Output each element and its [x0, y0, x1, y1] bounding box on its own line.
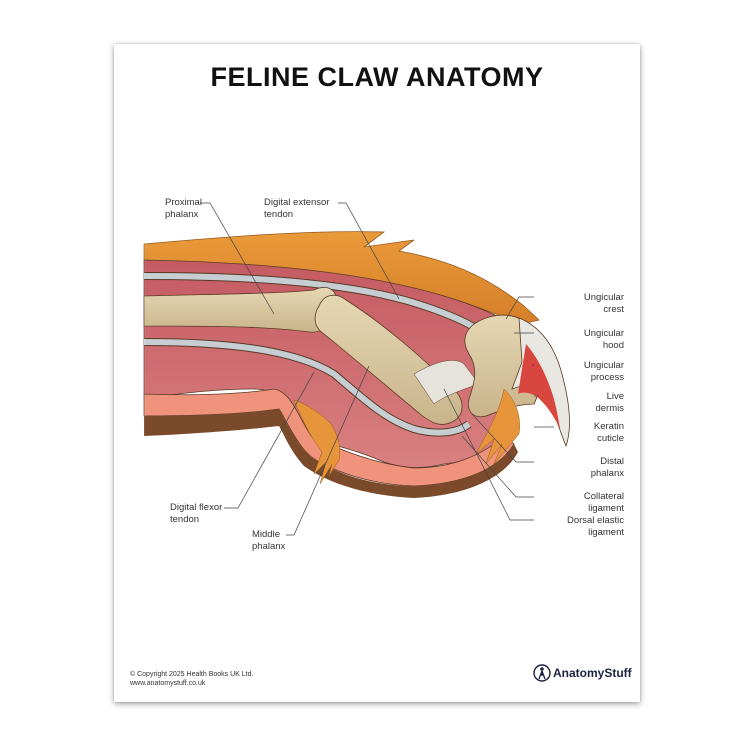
leader-lines	[200, 202, 554, 536]
live-dermis-shape	[518, 344, 560, 429]
brand-logo[interactable]: AnatomyStuff	[533, 664, 632, 682]
anatomy-poster: FELINE CLAW ANATOMY	[114, 44, 640, 702]
middle-phalanx-bone	[314, 294, 463, 425]
website-link[interactable]: www.anatomystuff.co.uk	[130, 680, 206, 687]
brand-name: AnatomyStuff	[553, 666, 632, 680]
poster-title: FELINE CLAW ANATOMY	[210, 62, 544, 92]
ventral-fur-tuft-2	[475, 388, 520, 465]
anatomy-figure-icon	[533, 664, 551, 682]
copyright-text: © Copyright 2025 Health Books UK Ltd.	[130, 671, 254, 678]
claw-illustration	[114, 202, 570, 536]
footer-copyright: © Copyright 2025 Health Books UK Ltd. ww…	[130, 670, 253, 688]
